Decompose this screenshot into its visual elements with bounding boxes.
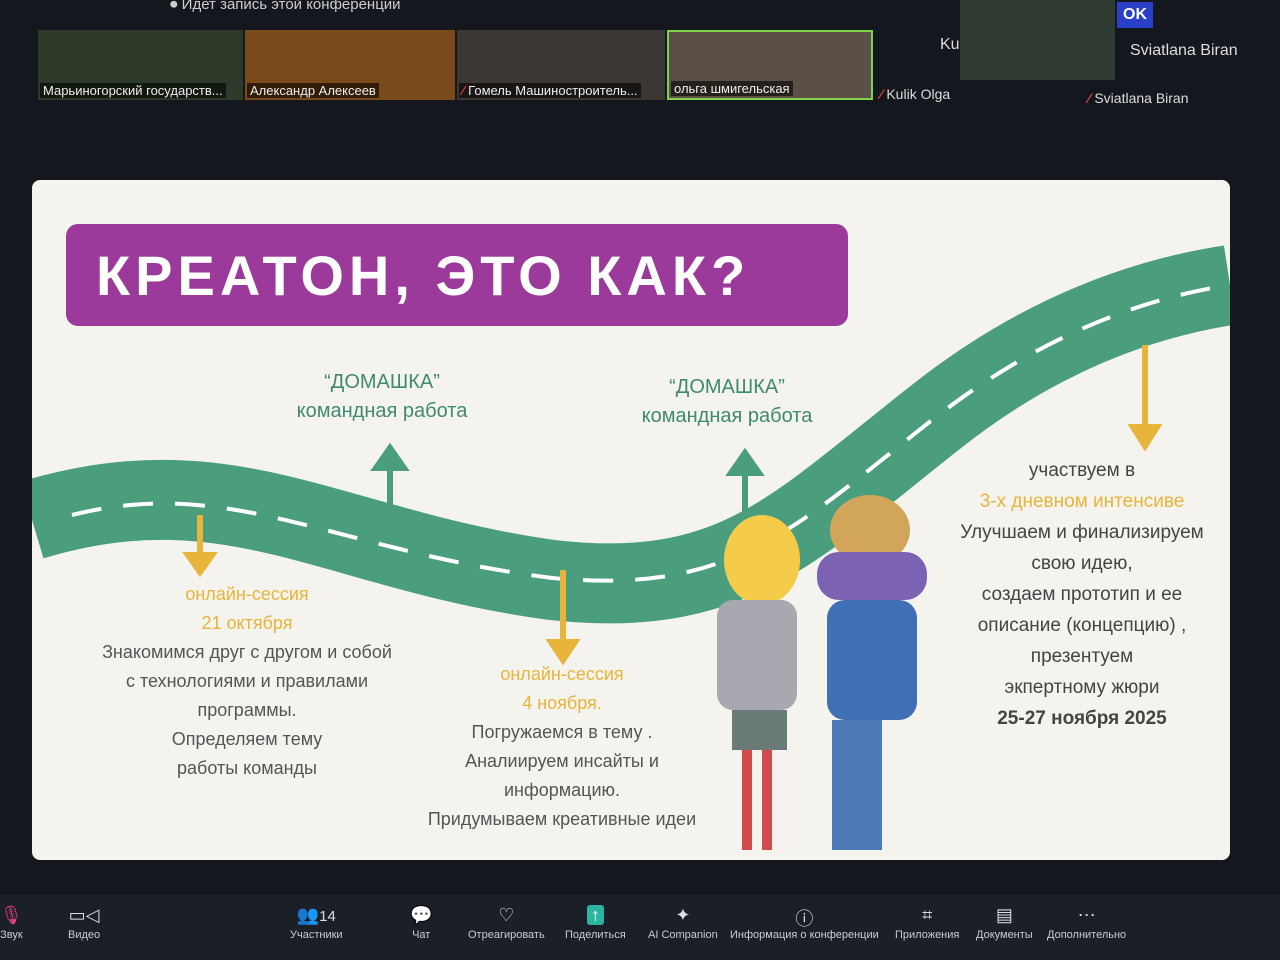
- people-icon: 👥14: [296, 905, 336, 925]
- mic-muted-icon: 🎙: [0, 905, 23, 925]
- apps-button[interactable]: ⌗Приложения: [895, 905, 960, 941]
- slide-title: КРЕАТОН, ЭТО КАК?: [66, 224, 848, 326]
- chat-button[interactable]: 💬Чат: [410, 905, 433, 941]
- participant-kulik[interactable]: ⁄Kulik Olga: [880, 86, 951, 102]
- homework-2: “ДОМАШКА”командная работа: [641, 376, 813, 427]
- video-tile-active[interactable]: ольга шмигельская: [667, 30, 873, 100]
- share-button[interactable]: ↑Поделиться: [565, 905, 626, 941]
- ai-companion-button[interactable]: ✦AI Companion: [648, 905, 718, 941]
- share-icon: ↑: [565, 905, 626, 929]
- mic-muted-icon: ⁄: [462, 83, 465, 98]
- participant-name: Sviatlana Biran: [1130, 42, 1238, 59]
- sparkle-icon: ✦: [675, 905, 691, 925]
- heart-icon: ♡: [498, 905, 515, 925]
- video-tile[interactable]: Александр Алексеев: [245, 30, 455, 100]
- participant-biran[interactable]: ⁄Sviatlana Biran: [1088, 90, 1189, 106]
- video-button[interactable]: ▭◁Видео: [68, 905, 101, 941]
- info-icon: ⓘ: [795, 909, 814, 929]
- road-illustration: [32, 245, 1230, 850]
- chat-icon: 💬: [410, 905, 433, 925]
- docs-button[interactable]: ▤Документы: [976, 905, 1033, 941]
- document-icon: ▤: [995, 905, 1013, 925]
- shared-slide: КРЕАТОН, ЭТО КАК? “ДОМАШКА”командная раб…: [32, 180, 1230, 860]
- audio-button[interactable]: 🎙Звук: [0, 905, 23, 941]
- children-illustration: [717, 495, 927, 850]
- homework-1: “ДОМАШКА”командная работа: [296, 371, 468, 422]
- video-tile[interactable]: [960, 0, 1115, 80]
- recording-notice: ⏺ Идет запись этой конференции: [170, 0, 401, 13]
- camera-icon: ▭◁: [68, 905, 100, 925]
- more-button[interactable]: ⋯Дополнительно: [1047, 905, 1127, 941]
- more-icon: ⋯: [1077, 905, 1096, 925]
- video-tile[interactable]: ⁄Гомель Машиностроитель...: [457, 30, 665, 100]
- video-tile[interactable]: Марьиногорский государств...: [38, 30, 243, 100]
- react-button[interactable]: ♡Отреагировать: [468, 905, 545, 941]
- ok-badge: OK: [1117, 2, 1153, 28]
- apps-icon: ⌗: [922, 905, 933, 925]
- participant-short: Ku: [940, 36, 960, 53]
